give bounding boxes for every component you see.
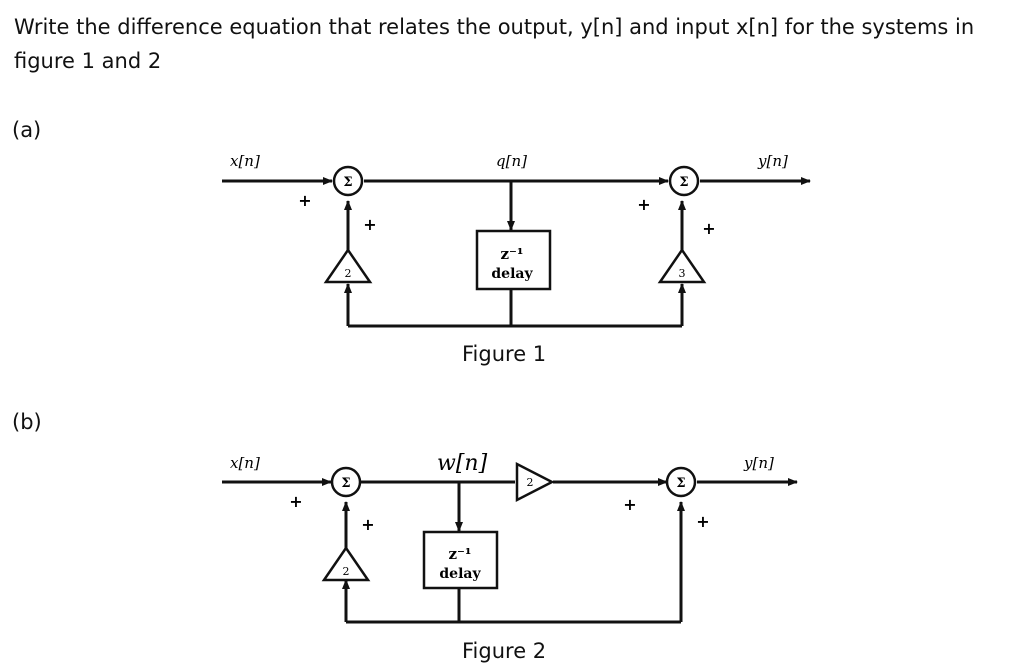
fig1-plus-right-fb: + xyxy=(702,219,715,238)
fig1-gain-left-value: 2 xyxy=(345,267,352,280)
fig1-mid-label: q[n] xyxy=(496,152,527,170)
fig2-plus-left-in: + xyxy=(289,492,302,511)
fig2-delay-text: delay xyxy=(439,566,481,582)
fig2-sum-node-right xyxy=(665,466,697,498)
fig2-input-label: x[n] xyxy=(230,454,260,472)
fig1-delay-text: delay xyxy=(491,266,533,282)
fig2-plus-left-fb: + xyxy=(361,515,374,534)
part-a-label: (a) xyxy=(12,118,42,142)
fig2-sum-symbol-left: Σ xyxy=(341,476,350,491)
fig2-output-label: y[n] xyxy=(743,454,774,472)
fig1-input-label: x[n] xyxy=(230,152,260,170)
part-b-label: (b) xyxy=(12,410,42,434)
fig1-gain-left-triangle xyxy=(323,247,373,284)
fig1-sum-node-left xyxy=(332,165,364,197)
fig2-sum-node-left xyxy=(330,466,362,498)
fig1-plus-left-fb: + xyxy=(363,215,376,234)
fig1-sum-symbol-left: Σ xyxy=(343,175,352,190)
fig2-gain-forward-value: 2 xyxy=(527,476,534,489)
fig1-gain-right-value: 3 xyxy=(679,267,686,280)
fig1-delay-operator: z⁻¹ xyxy=(500,245,523,263)
fig2-plus-right-in: + xyxy=(623,495,636,514)
fig1-gain-right-triangle xyxy=(657,247,707,284)
figure-2-caption: Figure 2 xyxy=(462,639,547,663)
fig2-plus-right-fb: + xyxy=(696,512,709,531)
fig2-gain-feedback-triangle xyxy=(321,545,371,582)
fig1-output-label: y[n] xyxy=(757,152,788,170)
fig2-gain-forward-triangle xyxy=(515,461,555,503)
fig2-delay-operator: z⁻¹ xyxy=(448,545,471,563)
fig1-delay-block xyxy=(475,229,552,291)
fig2-sum-symbol-right: Σ xyxy=(676,476,685,491)
figure-1-caption: Figure 1 xyxy=(462,342,547,366)
fig2-gain-feedback-value: 2 xyxy=(343,565,350,578)
fig1-plus-right-in: + xyxy=(637,195,650,214)
fig1-plus-left-in: + xyxy=(298,191,311,210)
fig2-delay-block xyxy=(422,530,499,590)
fig2-mid-label: w[n] xyxy=(437,451,488,476)
fig1-sum-node-right xyxy=(668,165,700,197)
fig1-sum-symbol-right: Σ xyxy=(679,175,688,190)
question-text: Write the difference equation that relat… xyxy=(14,15,975,73)
